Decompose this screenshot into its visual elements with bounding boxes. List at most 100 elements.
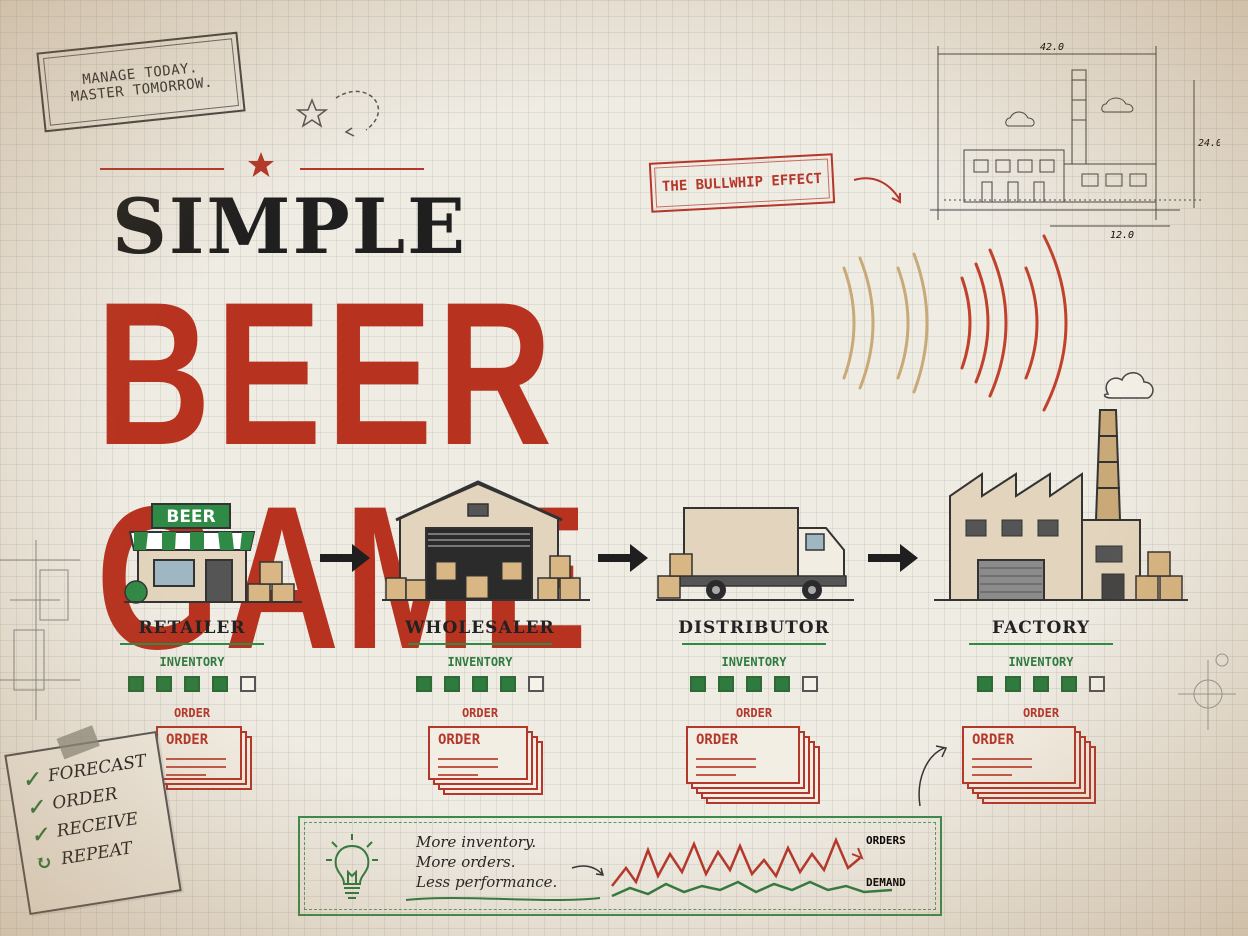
- inventory-label: INVENTORY: [721, 655, 787, 669]
- order-card-line: [166, 774, 206, 776]
- order-card-line: [972, 774, 1012, 776]
- crosshair-sketch: [1178, 653, 1236, 730]
- bullwhip-mini-chart: ORDERS DEMAND: [611, 834, 906, 898]
- tagline-line-2: MASTER TOMORROW.: [69, 74, 214, 106]
- callout-arrow-icon: [853, 177, 901, 204]
- stage-name: RETAILER: [138, 618, 246, 638]
- inventory-unit-filled: [500, 676, 516, 692]
- order-card-title: ORDER: [166, 732, 209, 748]
- legend-demand: DEMAND: [866, 876, 906, 889]
- repeat-icon: ↻: [33, 848, 55, 876]
- inventory-unit-empty: [802, 676, 818, 692]
- margin-sketch: [0, 540, 80, 720]
- inventory-unit-empty: [1089, 676, 1105, 692]
- blueprint-height: 24.0: [1198, 138, 1220, 149]
- inventory-level: [112, 676, 272, 692]
- stage-underline: [969, 643, 1113, 645]
- inventory-unit-filled: [128, 676, 144, 692]
- order-card: ORDER: [156, 726, 242, 780]
- shop-sign-text: BEER: [166, 507, 215, 527]
- inventory-unit-filled: [472, 676, 488, 692]
- order-label: ORDER: [461, 706, 499, 720]
- order-card-title: ORDER: [696, 732, 739, 748]
- title-simple: SIMPLE: [112, 182, 468, 271]
- order-card-title: ORDER: [972, 732, 1015, 748]
- stage-name: DISTRIBUTOR: [678, 618, 830, 638]
- insight-line-2: More orders.: [416, 853, 516, 871]
- stage-name: WHOLESALER: [405, 618, 555, 638]
- insight-line-3: Less performance.: [416, 873, 558, 891]
- inventory-level: [961, 676, 1121, 692]
- inventory-unit-filled: [184, 676, 200, 692]
- tagline-line-1: MANAGE TODAY.: [81, 60, 199, 89]
- order-card: ORDER: [428, 726, 528, 780]
- order-card-line: [438, 774, 478, 776]
- inventory-unit-empty: [240, 676, 256, 692]
- inventory-unit-filled: [156, 676, 172, 692]
- inventory-unit-filled: [416, 676, 432, 692]
- bullwhip-waves-icon: [842, 234, 1068, 412]
- wholesaler-warehouse-icon: [382, 480, 590, 601]
- stage-underline: [408, 643, 552, 645]
- checklist-note: ✓ FORECAST ✓ ORDER ✓ RECEIVE ↻ REPEAT: [4, 725, 182, 916]
- checklist-text: ORDER: [50, 783, 119, 814]
- order-card-line: [972, 758, 1032, 760]
- legend-orders: ORDERS: [866, 834, 906, 847]
- checkmark-icon: ✓: [24, 793, 46, 821]
- flow-arrow-1-icon: [320, 544, 370, 572]
- order-label: ORDER: [1022, 706, 1060, 720]
- inventory-level: [674, 676, 834, 692]
- order-card-line: [438, 758, 498, 760]
- order-card-line: [696, 766, 756, 768]
- red-star-icon: [248, 152, 274, 177]
- order-card-line: [972, 766, 1032, 768]
- order-card-line: [696, 758, 756, 760]
- bullwhip-callout: THE BULLWHIP EFFECT: [648, 153, 836, 213]
- flow-arrow-2-icon: [598, 544, 648, 572]
- inventory-unit-filled: [718, 676, 734, 692]
- inventory-label: INVENTORY: [447, 655, 513, 669]
- inventory-unit-filled: [1033, 676, 1049, 692]
- order-card: ORDER: [686, 726, 800, 784]
- inventory-unit-filled: [444, 676, 460, 692]
- orders-line: [611, 836, 861, 887]
- stage-underline: [120, 643, 264, 645]
- order-card-line: [166, 766, 226, 768]
- inventory-unit-empty: [528, 676, 544, 692]
- insight-box: More inventory. More orders. Less perfor…: [298, 816, 942, 916]
- factory-icon: [934, 372, 1188, 601]
- blueprint-factory-sketch: 42.0 24.0 12.0: [930, 42, 1220, 240]
- bullwhip-text: THE BULLWHIP EFFECT: [661, 170, 823, 196]
- inventory-unit-filled: [774, 676, 790, 692]
- inventory-unit-filled: [746, 676, 762, 692]
- order-card: ORDER: [962, 726, 1076, 784]
- order-card-line: [438, 766, 498, 768]
- inventory-unit-filled: [212, 676, 228, 692]
- stage-name: FACTORY: [992, 618, 1090, 638]
- inventory-unit-filled: [977, 676, 993, 692]
- demand-line: [611, 880, 893, 898]
- doodle-star-icon: [296, 90, 380, 137]
- factory-order-arrow-icon: [918, 745, 948, 807]
- order-card-title: ORDER: [438, 732, 481, 748]
- retailer-shop-icon: BEER: [124, 503, 302, 604]
- stage-underline: [682, 643, 826, 645]
- order-card-line: [696, 774, 736, 776]
- title-rule-right: [300, 168, 424, 170]
- inventory-unit-filled: [1061, 676, 1077, 692]
- blueprint-width: 42.0: [1040, 42, 1064, 53]
- order-label: ORDER: [173, 706, 211, 720]
- underline-scribble: [405, 897, 601, 901]
- order-card-line: [166, 758, 226, 760]
- insight-line-1: More inventory.: [416, 833, 537, 851]
- insight-arrow-icon: [571, 865, 605, 876]
- checkmark-icon: ✓: [20, 766, 41, 793]
- lightbulb-icon: [326, 834, 378, 899]
- blueprint-base: 12.0: [1110, 230, 1134, 240]
- inventory-label: INVENTORY: [1008, 655, 1074, 669]
- inventory-unit-filled: [690, 676, 706, 692]
- title-rule-left: [100, 168, 224, 170]
- checklist-text: REPEAT: [59, 838, 134, 870]
- order-label: ORDER: [735, 706, 773, 720]
- distributor-truck-icon: [656, 507, 854, 601]
